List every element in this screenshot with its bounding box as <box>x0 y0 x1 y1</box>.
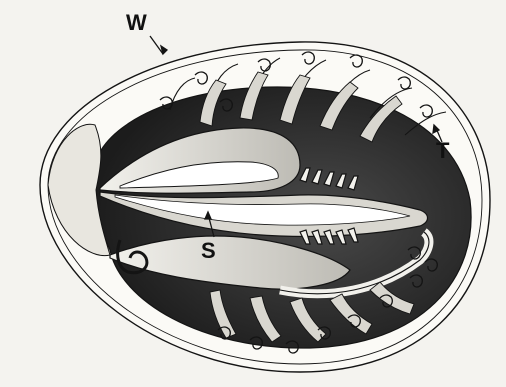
label-w: W <box>126 12 147 34</box>
label-t: T <box>436 140 449 162</box>
label-s: S <box>201 240 216 262</box>
